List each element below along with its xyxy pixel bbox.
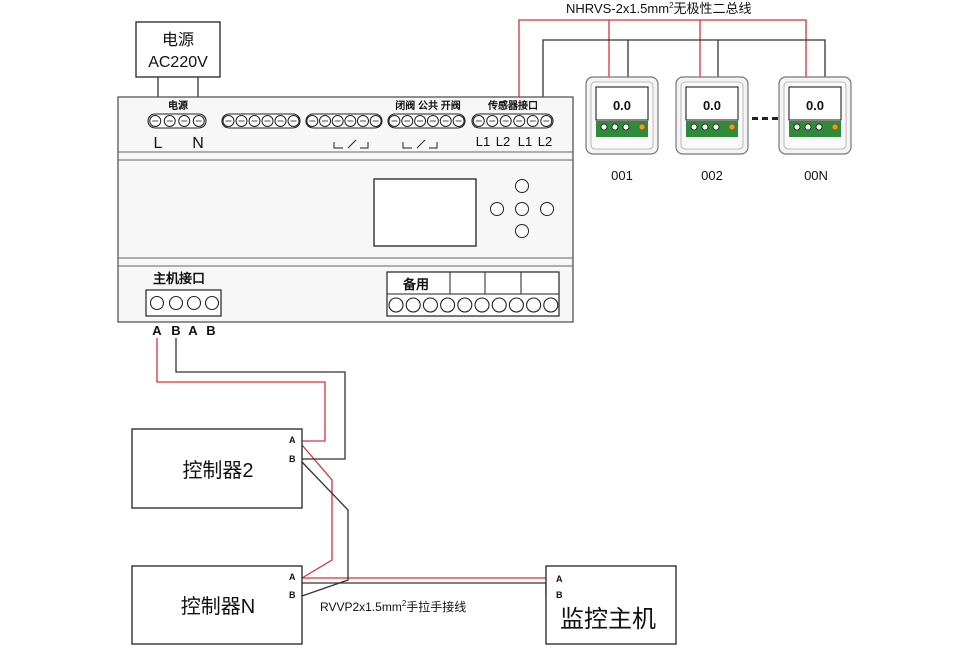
rs-wire-b-2	[301, 461, 349, 597]
key-right[interactable]	[540, 202, 554, 216]
sensor-lcd	[788, 86, 842, 121]
sensor-reading: 0.0	[806, 98, 824, 113]
sensor-terminal-board	[596, 121, 648, 137]
sensor-id-00n: 00N	[804, 168, 828, 183]
terminal-label-l: L	[154, 135, 163, 152]
sensor-term-1: L1	[476, 134, 490, 149]
spare-screw	[526, 297, 542, 313]
controller-n-pin-b: B	[289, 590, 296, 600]
sensor-reading: 0.0	[703, 98, 721, 113]
terminal-blocks	[147, 113, 554, 129]
rs-wire-b	[175, 338, 346, 460]
sensor-ellipsis	[752, 117, 778, 120]
power-voltage: AC220V	[148, 54, 208, 71]
spare-screw	[457, 297, 473, 313]
terminal-label-n: N	[192, 135, 204, 152]
host-port-label: 主机接口	[153, 271, 205, 286]
module-lcd-screen	[373, 178, 477, 247]
spare-terminal-block: 备用	[386, 271, 560, 317]
module-valve-label: 闭阀 公共 开阀	[395, 99, 461, 112]
sensor-terminal-board	[686, 121, 738, 137]
spare-screw	[491, 297, 507, 313]
spare-screw	[422, 297, 438, 313]
terminal-block-3	[305, 113, 383, 129]
sensor-term-2: L2	[496, 134, 510, 149]
controller-2: 控制器2 A B	[131, 428, 303, 509]
key-left[interactable]	[490, 202, 504, 216]
terminal-block-2	[221, 113, 301, 129]
module-sensor-label: 传感器接口	[487, 99, 538, 112]
bus-cable-label: NHRVS-2x1.5mm2无极性二总线	[566, 1, 752, 16]
spare-screw	[440, 297, 456, 313]
spare-screw	[405, 297, 421, 313]
rs-cable-label: RVVP2x1.5mm2手拉手接线	[320, 599, 466, 614]
controller-n-pin-a: A	[289, 572, 296, 582]
spare-screw	[388, 297, 404, 313]
bus-wire-red	[518, 19, 807, 97]
terminal-block-4	[387, 113, 466, 129]
sensor-terminal-board	[789, 121, 841, 137]
power-title: 电源	[162, 31, 194, 49]
host-pin-a1: A	[152, 323, 162, 338]
sensor-term-3: L1	[518, 134, 532, 149]
terminal-block-1	[147, 113, 207, 129]
sensor-reading: 0.0	[613, 98, 631, 113]
sensor-devices: 0.0 0.0 0.0	[585, 76, 852, 155]
key-up[interactable]	[515, 179, 529, 193]
host-port-screw	[149, 295, 165, 311]
controller-n: 控制器N A B	[131, 565, 303, 645]
power-supply-box: 电源 AC220V	[135, 21, 221, 78]
controller-n-label: 控制器N	[181, 595, 255, 618]
spare-label: 备用	[402, 277, 429, 292]
sensor-term-4: L2	[538, 134, 552, 149]
sensor-lcd	[685, 86, 739, 121]
controller-module: 电源 闭阀 公共 开阀 传感器接口 L N L1 L2 L1 L2 主机接口 A…	[117, 96, 574, 338]
rs-wire-b-3	[302, 582, 558, 598]
key-ok[interactable]	[515, 202, 529, 216]
rs-wire-a-2	[301, 444, 333, 579]
controller-2-pin-a: A	[289, 435, 296, 445]
host-label: 监控主机	[560, 606, 656, 633]
controller-2-pin-b: B	[289, 454, 296, 464]
sensor-device-1: 0.0	[585, 76, 659, 155]
host-pin-a2: A	[188, 323, 198, 338]
valve-switch-symbols	[333, 139, 438, 149]
sensor-device-3: 0.0	[778, 76, 852, 155]
host-pin-b2: B	[206, 323, 215, 338]
key-down[interactable]	[515, 224, 529, 238]
host-pin-b1: B	[171, 323, 180, 338]
sensor-lcd	[595, 86, 649, 121]
bus-wire-dark	[542, 39, 826, 97]
host-pin-b: B	[556, 590, 563, 600]
host-port-screw	[168, 295, 184, 311]
spare-screw	[508, 297, 524, 313]
spare-screw	[543, 297, 559, 313]
rs-wire-a	[156, 338, 326, 442]
host-port-screw	[186, 295, 202, 311]
terminal-block-5	[471, 113, 554, 129]
host-port-screws	[149, 295, 220, 311]
sensor-id-002: 002	[701, 168, 723, 183]
sensor-id-001: 001	[611, 168, 633, 183]
sensor-device-2: 0.0	[675, 76, 749, 155]
host-port-screw	[204, 295, 220, 311]
controller-2-label: 控制器2	[182, 459, 253, 482]
module-power-label: 电源	[168, 99, 188, 112]
monitoring-host: 监控主机 A B	[545, 565, 677, 645]
spare-screw	[474, 297, 490, 313]
host-pin-a: A	[556, 574, 563, 584]
